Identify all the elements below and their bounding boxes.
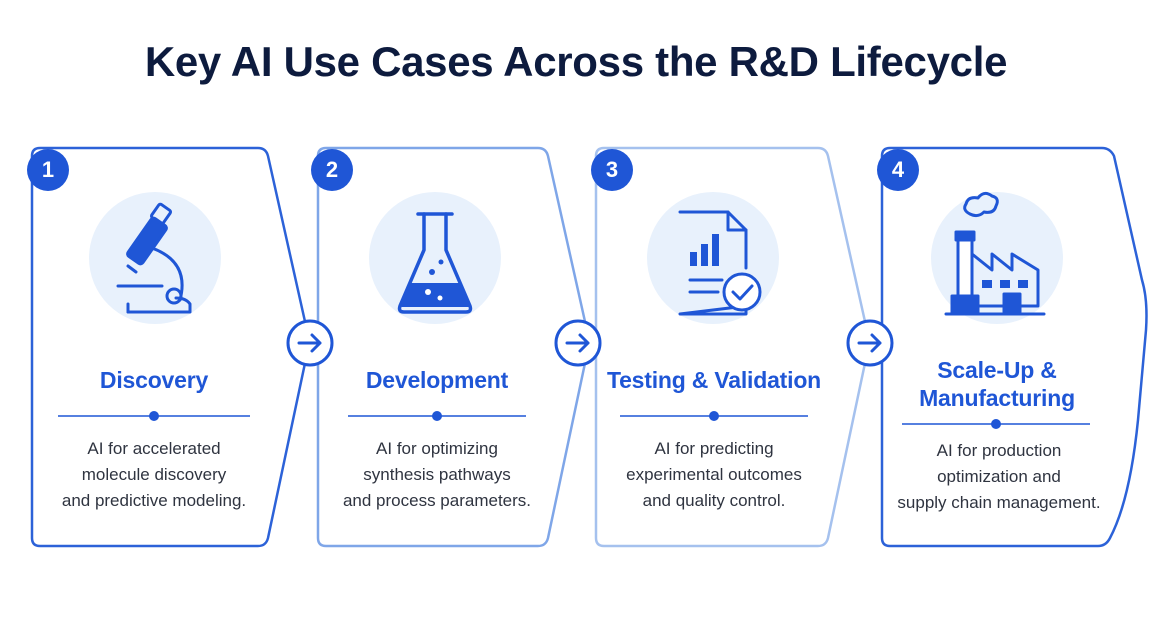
- stage-card-4-text: Scale-Up & Manufacturing: [882, 356, 1112, 412]
- stage-desc-1-line-1: AI for accelerated: [87, 439, 221, 458]
- divider-1: [58, 411, 250, 421]
- stage-title-1: Discovery: [99, 367, 209, 393]
- divider-2: [348, 411, 526, 421]
- stage-desc-3-line-2: experimental outcomes: [626, 465, 802, 484]
- arrow-connector-1: [286, 319, 334, 367]
- stage-card-3-text: Testing & Validation: [604, 366, 824, 394]
- stage-desc-4-line-2: optimization and: [937, 467, 1061, 486]
- flask-icon: [397, 212, 473, 314]
- stage-title-2: Development: [365, 367, 509, 393]
- stage-desc-1: AI for accelerated molecule discovery an…: [44, 436, 264, 514]
- stage-badge-3: [591, 149, 633, 191]
- report-check-icon: [678, 210, 762, 316]
- stage-desc-4-line-1: AI for production: [936, 441, 1062, 460]
- stage-desc-4-line-3: supply chain management.: [897, 493, 1101, 512]
- stage-card-1-text: Discovery: [44, 366, 264, 394]
- stage-title-4-line-1: Scale-Up &: [937, 357, 1057, 383]
- stage-desc-3-line-1: AI for predicting: [654, 439, 774, 458]
- stage-number-1: 1: [41, 157, 55, 182]
- microscope-icon: [116, 202, 192, 314]
- stage-badge-2: [311, 149, 353, 191]
- factory-icon: [944, 191, 1046, 316]
- divider-3: [620, 411, 808, 421]
- stage-number-3: 3: [605, 157, 619, 182]
- stage-number-2: 2: [325, 157, 339, 182]
- stage-desc-3-line-3: and quality control.: [642, 491, 786, 510]
- page-title: Key AI Use Cases Across the R&D Lifecycl…: [144, 38, 1008, 85]
- stage-desc-2-line-3: and process parameters.: [342, 491, 532, 510]
- stage-desc-1-line-2: molecule discovery: [81, 465, 227, 484]
- stage-card-2-text: Development: [326, 366, 548, 394]
- stage-desc-2-line-1: AI for optimizing: [376, 439, 498, 458]
- stage-desc-2-line-2: synthesis pathways: [363, 465, 511, 484]
- stage-title-3: Testing & Validation: [606, 367, 822, 393]
- icon-bg-1: [89, 192, 221, 324]
- arrow-connector-2: [554, 319, 602, 367]
- stage-badge-1: [27, 149, 69, 191]
- stage-desc-2: AI for optimizing synthesis pathways and…: [326, 436, 548, 514]
- stage-number-4: 4: [891, 157, 905, 182]
- stage-title-4-line-2: Manufacturing: [919, 385, 1075, 411]
- stage-desc-1-line-3: and predictive modeling.: [61, 491, 247, 510]
- icon-bg-2: [369, 192, 501, 324]
- stage-desc-3: AI for predicting experimental outcomes …: [604, 436, 824, 514]
- divider-4: [902, 419, 1090, 429]
- arrow-connector-3: [846, 319, 894, 367]
- stage-desc-4: AI for production optimization and suppl…: [884, 438, 1114, 516]
- stage-badge-4: [877, 149, 919, 191]
